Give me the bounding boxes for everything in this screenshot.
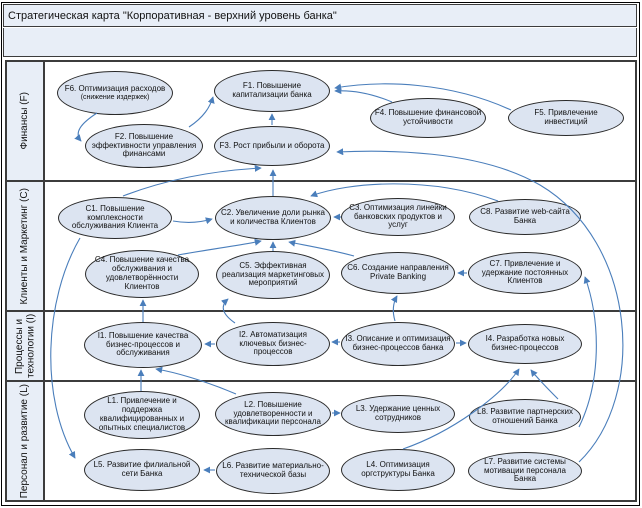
lane-header-clients: Клиенты и Маркетинг (С)	[7, 182, 43, 310]
lane-sidebar: Финансы (F) Клиенты и Маркетинг (С) Проц…	[7, 62, 45, 500]
node-label-L8: L8. Развитие партнерских отношений Банка	[477, 407, 573, 425]
node-F1[interactable]: F1. Повышение капитализации банка	[214, 70, 330, 112]
lane-divider-3	[7, 380, 635, 382]
node-F3[interactable]: F3. Рост прибыли и оборота	[214, 126, 330, 166]
node-label-C2: C2. Увеличение доли рынка и количества К…	[220, 208, 325, 226]
node-label-L7: L7. Развитие системы мотивации персонала…	[483, 456, 566, 484]
node-L8[interactable]: L8. Развитие партнерских отношений Банка	[469, 399, 581, 435]
node-label-F1: F1. Повышение капитализации банка	[232, 81, 312, 99]
node-I1[interactable]: I1. Повышение качества бизнес-процессов …	[84, 322, 202, 368]
node-F4[interactable]: F4. Повышение финансовой устойчивости	[370, 98, 486, 138]
lane-label-clients: Клиенты и Маркетинг (С)	[19, 187, 31, 305]
node-label-F2: F2. Повышение эффективности управления ф…	[91, 131, 197, 159]
lane-label-finance: Финансы (F)	[19, 92, 31, 150]
lane-label-processes: Процессы и технологии (I)	[13, 313, 37, 379]
diagram-title-text: Стратегическая карта "Корпоративная - ве…	[8, 9, 337, 22]
node-L3[interactable]: L3. Удержание ценных сотрудников	[341, 395, 455, 433]
node-label-L3: L3. Удержание ценных сотрудников	[355, 404, 441, 422]
node-C5[interactable]: C5. Эффективная реализация маркетинговых…	[216, 251, 330, 299]
node-label-L6: L6. Развитие материально-технической баз…	[222, 461, 324, 479]
node-L5[interactable]: L5. Развитие филиальной сети Банка	[84, 449, 200, 491]
lane-header-personnel: Персонал и развитие (L)	[7, 382, 43, 500]
node-label-L1: L1. Привлечение и поддержка квалифициров…	[98, 396, 186, 432]
node-label-F3: F3. Рост прибыли и оборота	[219, 140, 325, 150]
lane-label-personnel: Персонал и развитие (L)	[19, 383, 31, 499]
node-label-C3: C3. Оптимизация линейки банковских проду…	[349, 202, 447, 230]
node-label-F6: F6. Оптимизация расходов	[64, 83, 166, 93]
node-label-C6: C6. Создание направления Private Banking	[347, 263, 449, 281]
node-sublabel-F6: (снижение издержек)	[80, 93, 150, 101]
node-label-L4: L4. Оптимизация оргструктуры Банка	[361, 460, 435, 478]
node-C4[interactable]: C4. Повышение качества обслуживания и уд…	[85, 250, 199, 298]
node-L7[interactable]: L7. Развитие системы мотивации персонала…	[468, 452, 582, 490]
node-C6[interactable]: C6. Создание направления Private Banking	[341, 252, 455, 294]
node-F2[interactable]: F2. Повышение эффективности управления ф…	[85, 124, 203, 168]
node-label-I2: I2. Автоматизация ключевых бизнес-процес…	[239, 329, 307, 357]
empty-header-strip	[3, 28, 637, 57]
node-L2[interactable]: L2. Повышение удовлетворенности и квалиф…	[215, 392, 331, 436]
node-L6[interactable]: L6. Развитие материально-технической баз…	[216, 448, 330, 494]
node-label-I4: I4. Разработка новых бизнес-процессов	[485, 334, 565, 352]
node-C3[interactable]: C3. Оптимизация линейки банковских проду…	[341, 198, 455, 236]
node-F5[interactable]: F5. Привлечение инвестиций	[508, 100, 624, 136]
lane-header-finance: Финансы (F)	[7, 62, 43, 180]
node-L4[interactable]: L4. Оптимизация оргструктуры Банка	[341, 449, 455, 491]
node-label-C4: C4. Повышение качества обслуживания и уд…	[94, 255, 190, 291]
node-label-L5: L5. Развитие филиальной сети Банка	[93, 460, 191, 478]
lane-divider-2	[7, 310, 635, 312]
node-label-I1: I1. Повышение качества бизнес-процессов …	[97, 330, 189, 358]
node-label-C8: C8. Развитие web-сайта Банка	[480, 207, 570, 225]
node-label-L2: L2. Повышение удовлетворенности и квалиф…	[225, 399, 321, 427]
node-label-F5: F5. Привлечение инвестиций	[534, 108, 598, 126]
node-I4[interactable]: I4. Разработка новых бизнес-процессов	[468, 324, 582, 364]
node-F6[interactable]: F6. Оптимизация расходов(снижение издерж…	[57, 71, 173, 115]
node-C1[interactable]: C1. Повышение комплексности обслуживания…	[58, 197, 172, 239]
diagram-title: Стратегическая карта "Корпоративная - ве…	[3, 4, 637, 27]
lane-divider-1	[7, 180, 635, 182]
node-label-C1: C1. Повышение комплексности обслуживания…	[71, 203, 159, 231]
node-I2[interactable]: I2. Автоматизация ключевых бизнес-процес…	[216, 322, 330, 366]
node-label-F4: F4. Повышение финансовой устойчивости	[374, 108, 482, 126]
node-C7[interactable]: C7. Привлечение и удержание постоянных К…	[468, 252, 582, 294]
node-C8[interactable]: C8. Развитие web-сайта Банка	[469, 199, 581, 235]
node-I3[interactable]: I3. Описание и оптимизация бизнес-процес…	[341, 322, 455, 366]
node-label-I3: I3. Описание и оптимизация бизнес-процес…	[345, 334, 451, 352]
lane-header-processes: Процессы и технологии (I)	[7, 312, 43, 380]
node-label-C7: C7. Привлечение и удержание постоянных К…	[481, 258, 569, 286]
node-L1[interactable]: L1. Привлечение и поддержка квалифициров…	[84, 391, 200, 439]
node-label-C5: C5. Эффективная реализация маркетинговых…	[221, 260, 325, 288]
node-C2[interactable]: C2. Увеличение доли рынка и количества К…	[215, 196, 331, 240]
